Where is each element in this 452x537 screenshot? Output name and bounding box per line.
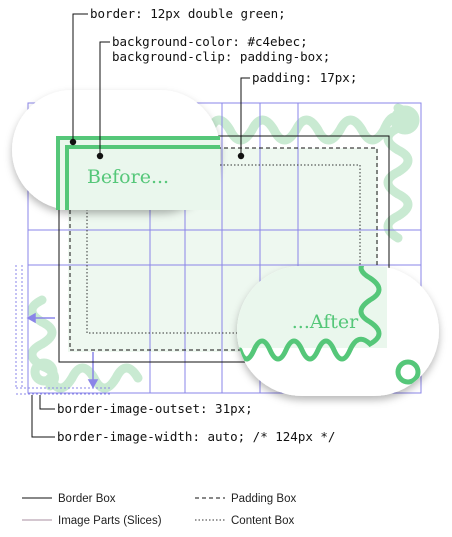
legend: Border Box Padding Box Image Parts (Slic… [22, 493, 296, 527]
wavy-border-image [237, 266, 382, 362]
padding-box [69, 147, 378, 351]
outset-indicator [15, 265, 110, 395]
after-label: ...After [292, 311, 359, 333]
after-callout: ...After [237, 266, 439, 396]
image-slices-grid [27, 102, 422, 394]
annotation-width: border-image-width: auto; /* 124px */ [57, 429, 335, 444]
border-box [58, 135, 390, 363]
annotation-border: border: 12px double green; [90, 6, 286, 21]
legend-padding-box: Padding Box [231, 493, 296, 505]
faded-border-image [27, 103, 420, 393]
annotation-outset: border-image-outset: 31px; [57, 401, 253, 416]
annotation-background-clip: background-clip: padding-box; [112, 49, 330, 64]
content-box [86, 164, 361, 334]
before-callout: Before... [12, 90, 220, 210]
leader-dots [69, 138, 245, 160]
annotation-padding: padding: 17px; [252, 70, 357, 85]
before-label: Before... [87, 166, 169, 188]
legend-content-box: Content Box [231, 515, 295, 527]
annotation-background-color: background-color: #c4ebec; [112, 34, 308, 49]
legend-border-box: Border Box [58, 493, 116, 505]
legend-image-parts: Image Parts (Slices) [58, 515, 162, 527]
outset-arrows [26, 312, 99, 389]
leader-lines [31, 13, 250, 438]
